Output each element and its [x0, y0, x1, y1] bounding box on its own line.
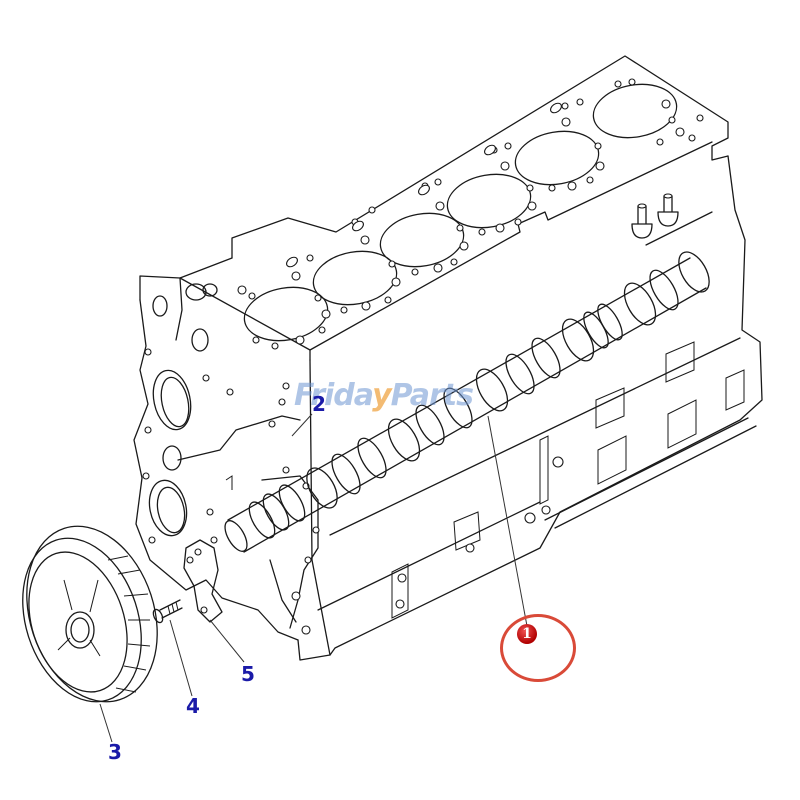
camshaft [224, 251, 710, 553]
thrust-plate [183, 539, 223, 623]
leader-lines [99, 413, 528, 743]
callout-2-bushing[interactable]: 2 [312, 392, 326, 416]
callout-4-bolt[interactable]: 4 [186, 694, 200, 718]
block-top-deck [139, 55, 729, 361]
camshaft-gear [22, 525, 158, 703]
callout-3-gear[interactable]: 3 [108, 740, 122, 764]
highlight-ring [500, 614, 576, 682]
callout-1-camshaft[interactable]: 1 [517, 624, 537, 644]
block-side-face [297, 155, 763, 661]
callout-5-thrust-plate[interactable]: 5 [241, 662, 255, 686]
side-bolts [631, 193, 679, 239]
deck-holes [237, 78, 704, 350]
block-front-face [133, 277, 320, 641]
